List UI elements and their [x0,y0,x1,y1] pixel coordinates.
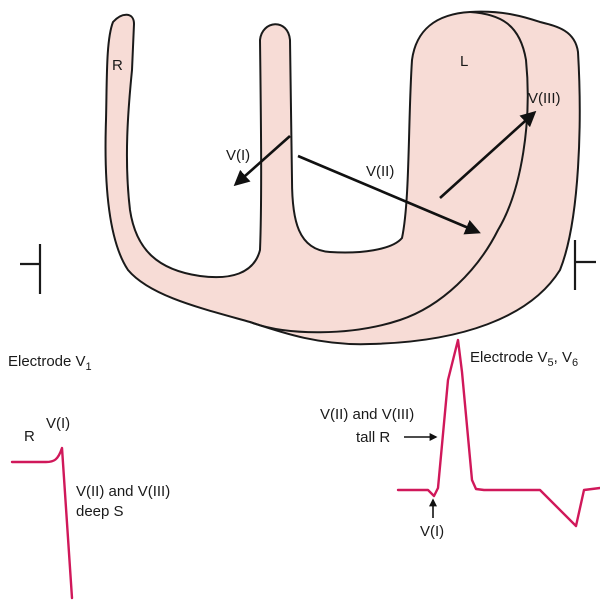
vector-iii-label: V(III) [528,90,561,107]
electrode-v1-marker [20,244,40,294]
electrode-v56-q-label: V(I) [420,523,444,540]
electrode-v56-trace[interactable] [398,340,600,526]
electrode-v56-note-line1: V(II) and V(III) [320,406,414,423]
electrode-v1-r-label: R [24,428,35,445]
electrode-v1-note-line1: V(II) and V(III) [76,483,170,500]
left-ventricle-label: L [460,53,468,70]
electrode-v1-note-line2: deep S [76,503,124,520]
vector-ii-label: V(II) [366,163,394,180]
vector-i-label: V(I) [226,147,250,164]
right-ventricle-wall [106,12,580,345]
electrode-v1-title: Electrode V1 [8,353,92,373]
electrode-v56-title: Electrode V5, V6 [470,349,578,369]
electrode-v1-vector-label: V(I) [46,415,70,432]
heart-outline [106,12,580,345]
electrode-v56-note-line2: tall R [356,429,390,446]
right-ventricle-label: R [112,57,123,74]
electrode-v56-marker [575,240,596,290]
electrode-v1-trace[interactable] [12,448,72,598]
